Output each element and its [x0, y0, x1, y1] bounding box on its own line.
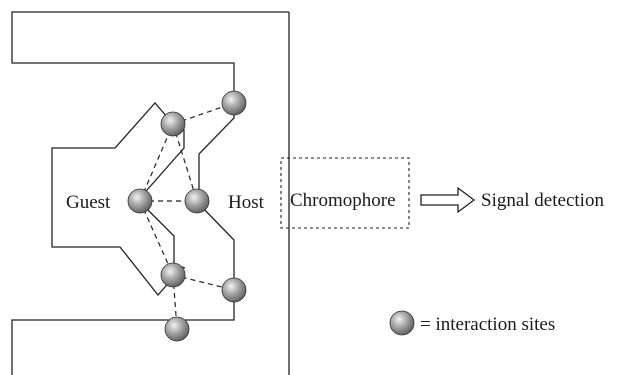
- chromophore-label: Chromophore: [290, 190, 396, 211]
- legend-sphere-icon: [389, 310, 415, 336]
- site-guest-bottom: [160, 262, 186, 288]
- legend-label: = interaction sites: [420, 314, 555, 335]
- site-guest-middle: [127, 188, 153, 214]
- site-host-base: [164, 316, 190, 342]
- host-outline: [11, 11, 290, 375]
- site-host-middle: [184, 188, 210, 214]
- site-host-top: [221, 90, 247, 116]
- signal-arrow-icon: [420, 186, 476, 214]
- guest-label: Guest: [66, 192, 111, 213]
- site-host-bottom: [221, 277, 247, 303]
- chromophore-box: [280, 157, 410, 229]
- signal-detection-label: Signal detection: [481, 190, 604, 211]
- host-label: Host: [228, 192, 265, 213]
- site-guest-top: [160, 111, 186, 137]
